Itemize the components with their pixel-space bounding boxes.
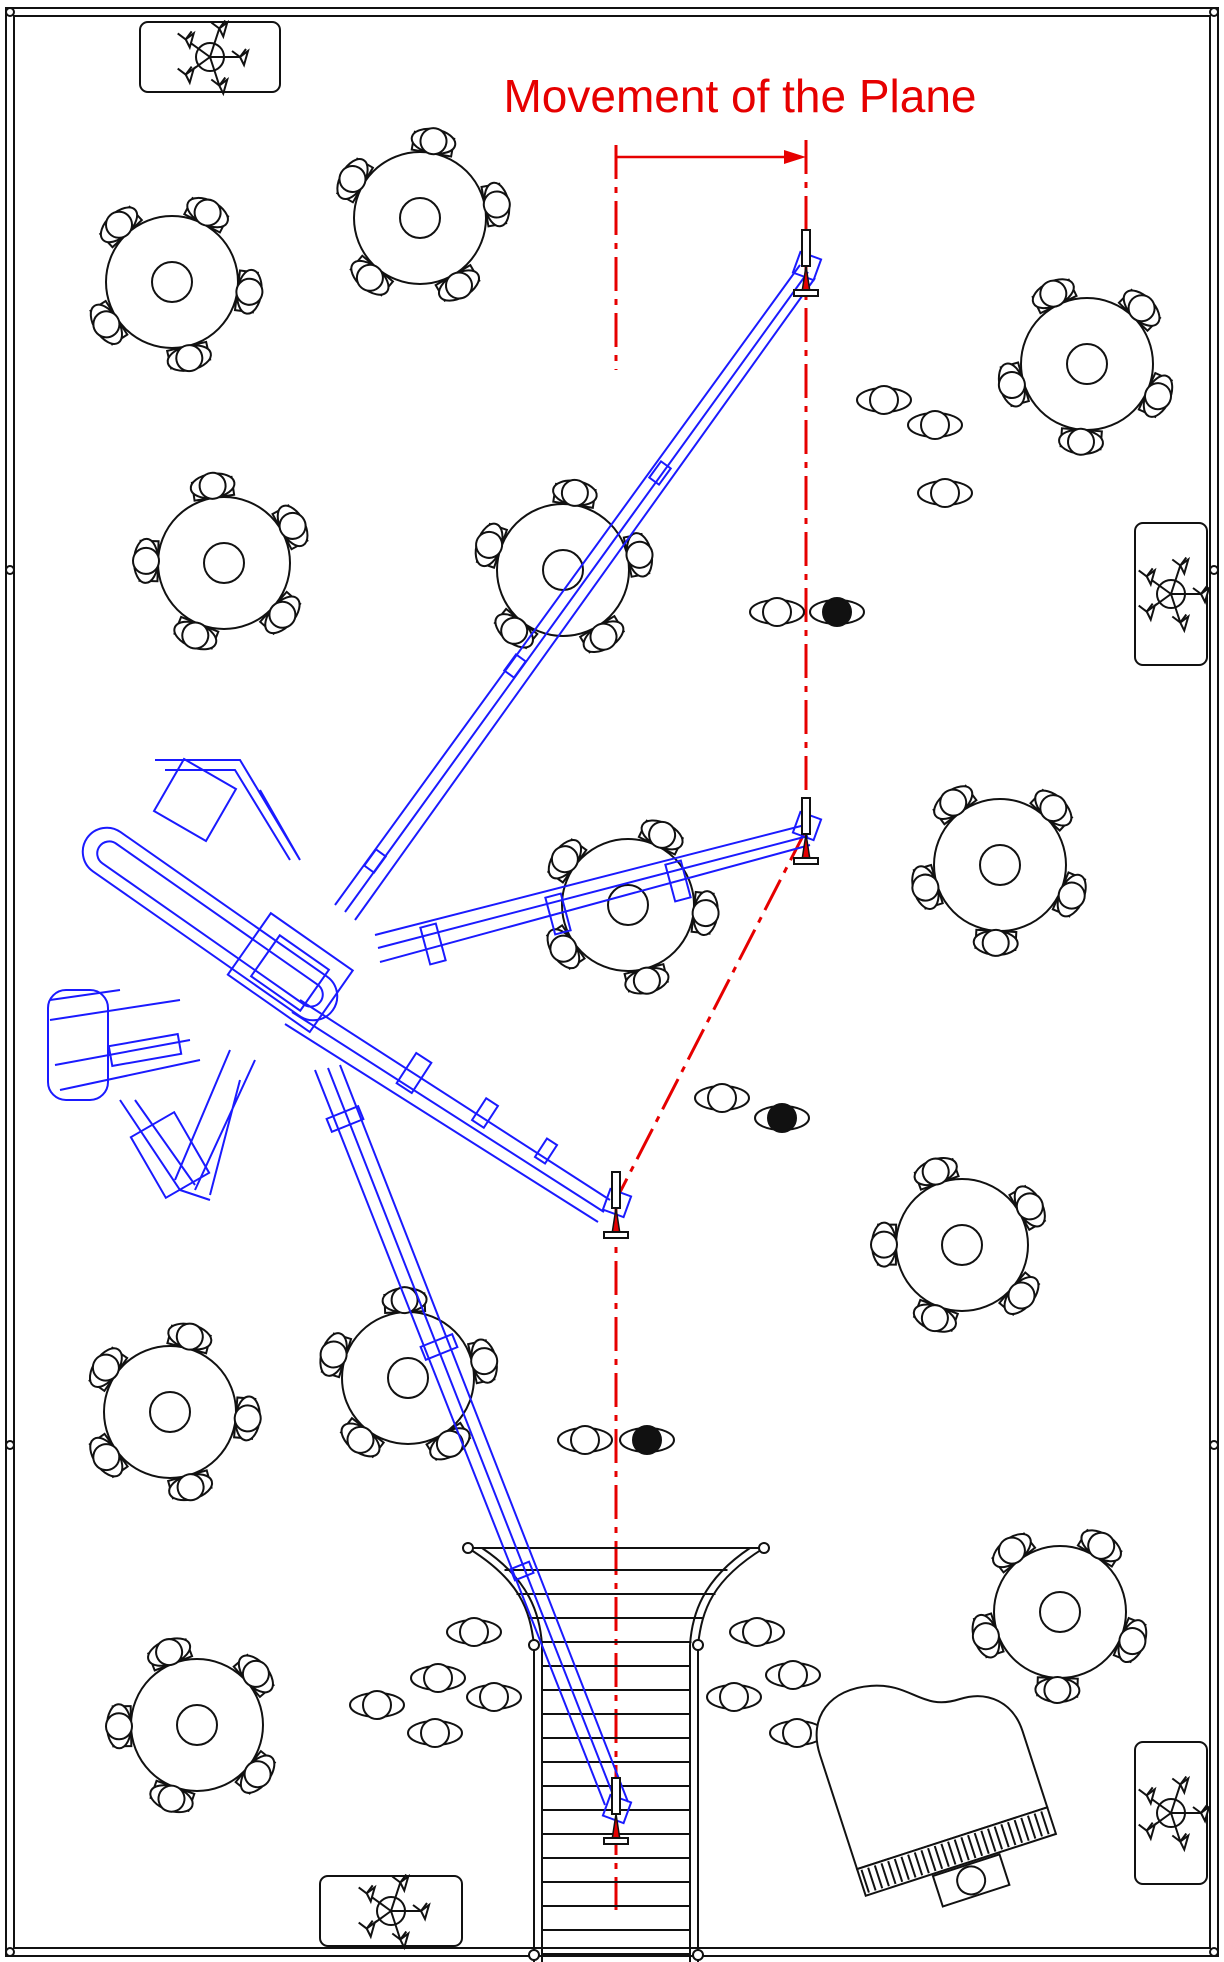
standing-person-icon [706, 1682, 762, 1712]
camera-on-tripod-icon [793, 797, 819, 865]
room-outer-wall [5, 7, 1219, 1957]
round-table-with-chairs-icon [474, 478, 654, 654]
round-table-with-chairs-icon [319, 1286, 499, 1461]
wall-corner-markers [5, 7, 1219, 1957]
standing-person-icon [749, 597, 805, 627]
round-table-with-chairs-icon [88, 1322, 262, 1502]
camera-on-tripod-icon [793, 229, 819, 297]
potted-plant-icon [1134, 1741, 1211, 1885]
round-table-with-chairs-icon [132, 471, 309, 651]
grand-piano-icon [815, 1684, 1058, 1908]
standing-person-icon [694, 1083, 750, 1113]
camera-on-tripod-icon [603, 1171, 629, 1239]
people-layer [349, 385, 973, 1748]
potted-plant-icon [319, 1873, 463, 1951]
standing-person-icon [446, 1617, 502, 1647]
standing-person-icon [729, 1617, 785, 1647]
standing-person-icon [765, 1660, 821, 1690]
standing-person-icon [754, 1103, 810, 1133]
standing-person-icon [769, 1718, 825, 1748]
tables-layer [88, 127, 1174, 1814]
movement-arrowhead [784, 150, 806, 164]
standing-person-icon [856, 385, 912, 415]
round-table-with-chairs-icon [971, 1528, 1148, 1704]
round-table-with-chairs-icon [89, 196, 264, 373]
potted-plant-icon [1134, 522, 1211, 666]
standing-person-icon [619, 1425, 675, 1455]
standing-person-icon [907, 410, 963, 440]
standing-person-icon [809, 597, 865, 627]
room-inner-wall [13, 15, 1211, 1949]
round-table-with-chairs-icon [105, 1637, 277, 1814]
standing-person-icon [349, 1690, 405, 1720]
round-table-with-chairs-icon [545, 819, 720, 995]
standing-person-icon [466, 1682, 522, 1712]
round-table-with-chairs-icon [997, 278, 1174, 456]
plants-layer [139, 19, 1211, 1951]
round-table-with-chairs-icon [870, 1157, 1047, 1333]
cameras-layer [603, 229, 819, 1845]
camera-crane-icon [47, 250, 823, 1825]
round-table-with-chairs-icon [335, 127, 511, 303]
staircase-icon [462, 1542, 770, 1962]
potted-plant-icon [139, 19, 281, 97]
standing-person-icon [410, 1663, 466, 1693]
standing-person-icon [557, 1425, 613, 1455]
standing-person-icon [917, 478, 973, 508]
standing-person-icon [407, 1718, 463, 1748]
camera-on-tripod-icon [603, 1777, 629, 1845]
round-table-with-chairs-icon [911, 784, 1087, 957]
diagram-caption: Movement of the Plane [503, 70, 976, 122]
